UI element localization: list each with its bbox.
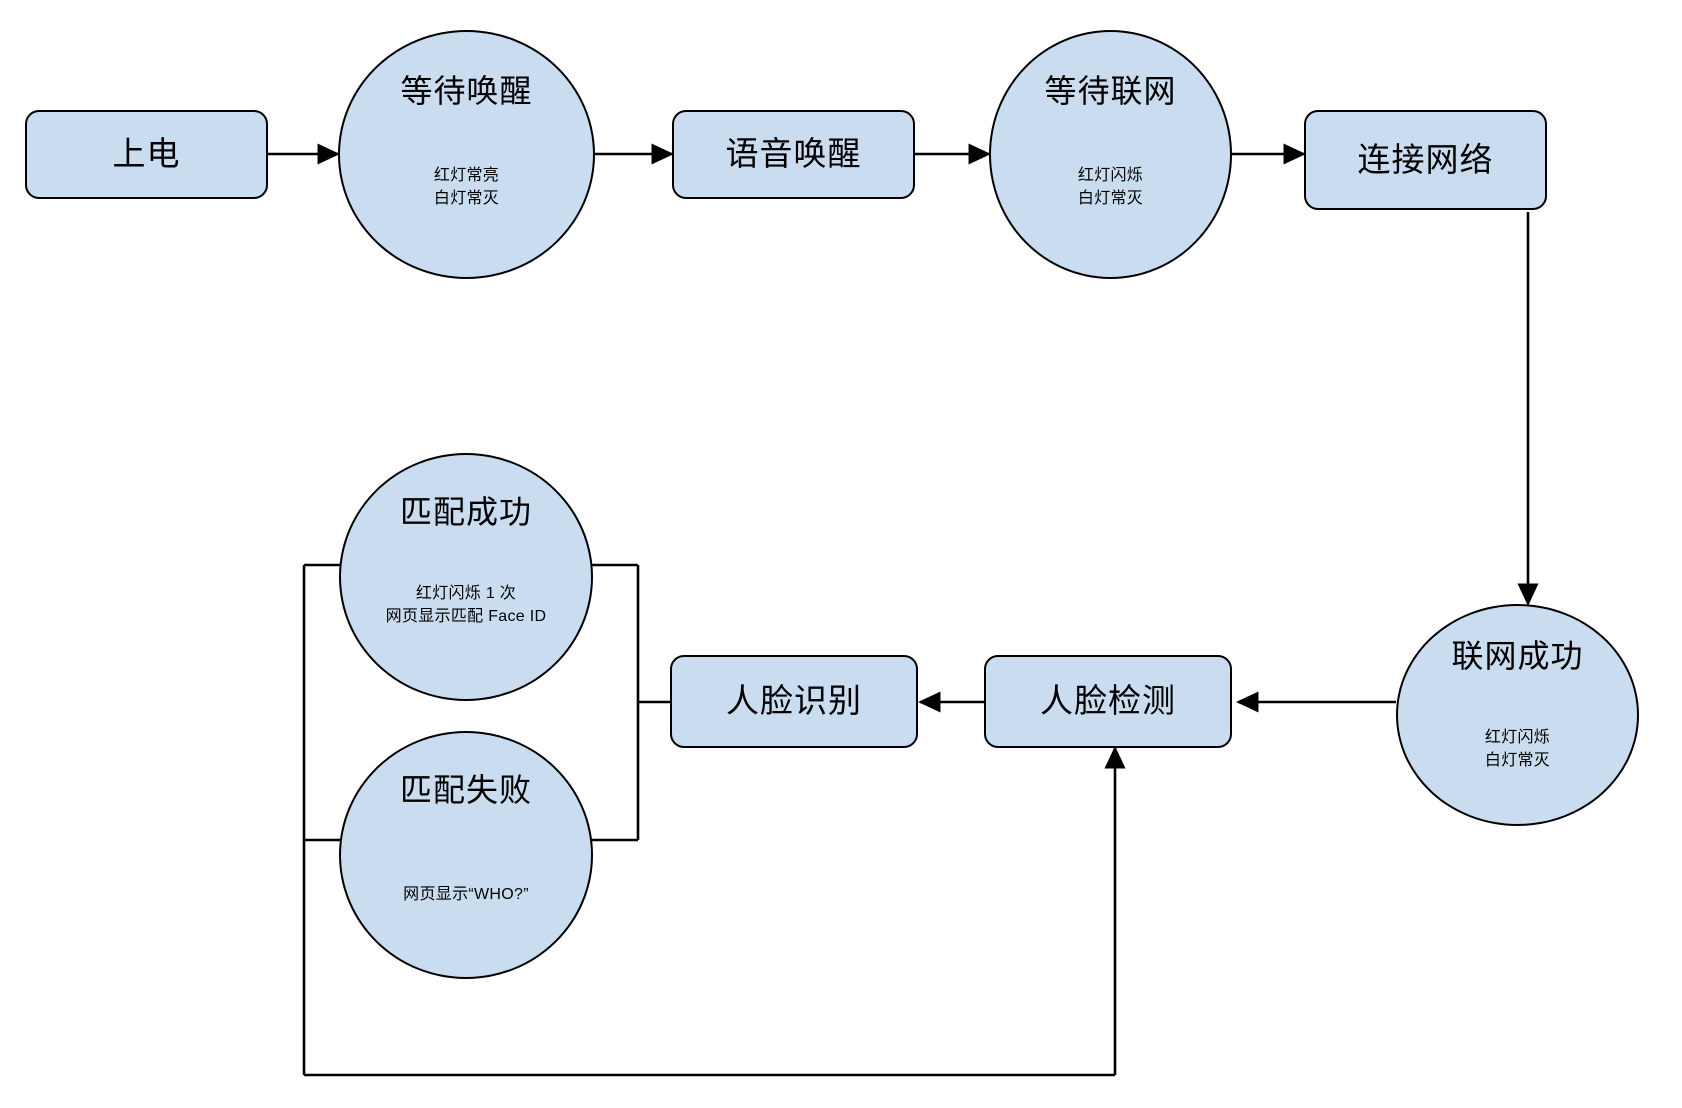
node-wait-wakeup-sub: 红灯常亮 白灯常灭 <box>433 167 500 208</box>
node-match-failure[interactable]: 匹配失败 网页显示“WHO?” <box>339 731 593 979</box>
node-face-detect[interactable]: 人脸检测 <box>984 655 1232 748</box>
node-voice-wakeup[interactable]: 语音唤醒 <box>672 110 915 199</box>
node-match-failure-label: 匹配失败 <box>399 772 532 808</box>
node-network-success[interactable]: 联网成功 红灯闪烁 白灯常灭 <box>1396 604 1639 826</box>
node-power-on-label: 上电 <box>112 135 181 173</box>
node-power-on[interactable]: 上电 <box>25 110 268 199</box>
node-face-recognize-label: 人脸识别 <box>726 682 862 720</box>
node-face-detect-label: 人脸检测 <box>1040 682 1176 720</box>
node-connect-network-label: 连接网络 <box>1357 140 1494 178</box>
node-match-success[interactable]: 匹配成功 红灯闪烁 1 次 网页显示匹配 Face ID <box>339 453 593 701</box>
node-wait-network-label: 等待联网 <box>1044 73 1177 109</box>
node-network-success-sub: 红灯闪烁 白灯常灭 <box>1484 729 1551 770</box>
node-network-success-label: 联网成功 <box>1451 638 1584 674</box>
node-match-success-label: 匹配成功 <box>399 494 532 530</box>
node-match-failure-sub: 网页显示“WHO?” <box>403 886 529 904</box>
node-wait-network-sub: 红灯闪烁 白灯常灭 <box>1077 167 1144 208</box>
node-wait-wakeup-label: 等待唤醒 <box>400 73 533 109</box>
node-connect-network[interactable]: 连接网络 <box>1304 110 1547 210</box>
node-wait-network[interactable]: 等待联网 红灯闪烁 白灯常灭 <box>989 30 1232 279</box>
node-face-recognize[interactable]: 人脸识别 <box>670 655 918 748</box>
node-match-success-sub: 红灯闪烁 1 次 网页显示匹配 Face ID <box>385 585 547 626</box>
node-wait-wakeup[interactable]: 等待唤醒 红灯常亮 白灯常灭 <box>338 30 595 279</box>
node-voice-wakeup-label: 语音唤醒 <box>725 135 862 173</box>
